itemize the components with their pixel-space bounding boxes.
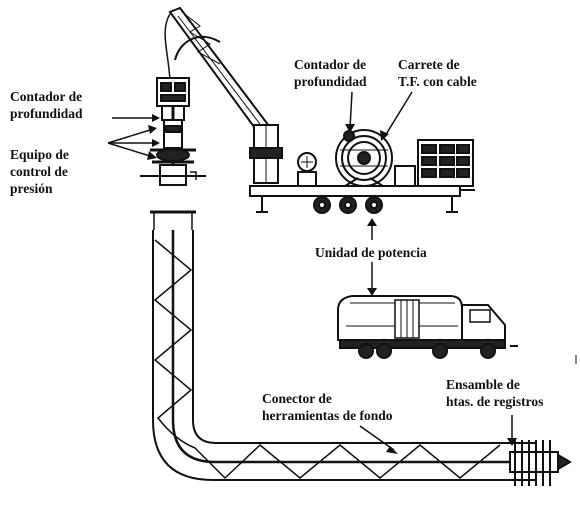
label-depth-counter-left: Contador de profundidad (10, 88, 83, 122)
trailer-unit (249, 129, 475, 214)
label-line: presión (10, 181, 53, 196)
label-line: Contador de (10, 89, 83, 104)
logging-tool (509, 440, 572, 486)
label-line: Ensamble de (446, 377, 520, 392)
label-line: herramientas de fondo (262, 408, 393, 423)
label-coil-reel: Carrete de T.F. con cable (398, 56, 477, 90)
label-line: T.F. con cable (398, 74, 477, 89)
crane-boom (164, 6, 283, 184)
label-line: htas. de registros (446, 394, 544, 409)
label-line: Unidad de potencia (315, 245, 427, 260)
pointer-arrows (107, 91, 577, 454)
label-line: Carrete de (398, 57, 460, 72)
label-line: Conector de (262, 391, 332, 406)
power-unit-truck (337, 295, 518, 359)
well-casing (152, 230, 535, 481)
wellhead-stack (140, 77, 206, 230)
label-logging-assembly: Ensamble de htas. de registros (446, 376, 543, 410)
label-line: Contador de (294, 57, 367, 72)
label-line: Equipo de (10, 147, 69, 162)
label-power-unit: Unidad de potencia (315, 244, 427, 261)
label-tool-connector: Conector de herramientas de fondo (262, 390, 393, 424)
label-pressure-control: Equipo de control de presión (10, 146, 69, 197)
label-line: control de (10, 164, 68, 179)
label-line: profundidad (10, 106, 83, 121)
label-depth-counter-top: Contador de profundidad (294, 56, 367, 90)
label-line: profundidad (294, 74, 367, 89)
